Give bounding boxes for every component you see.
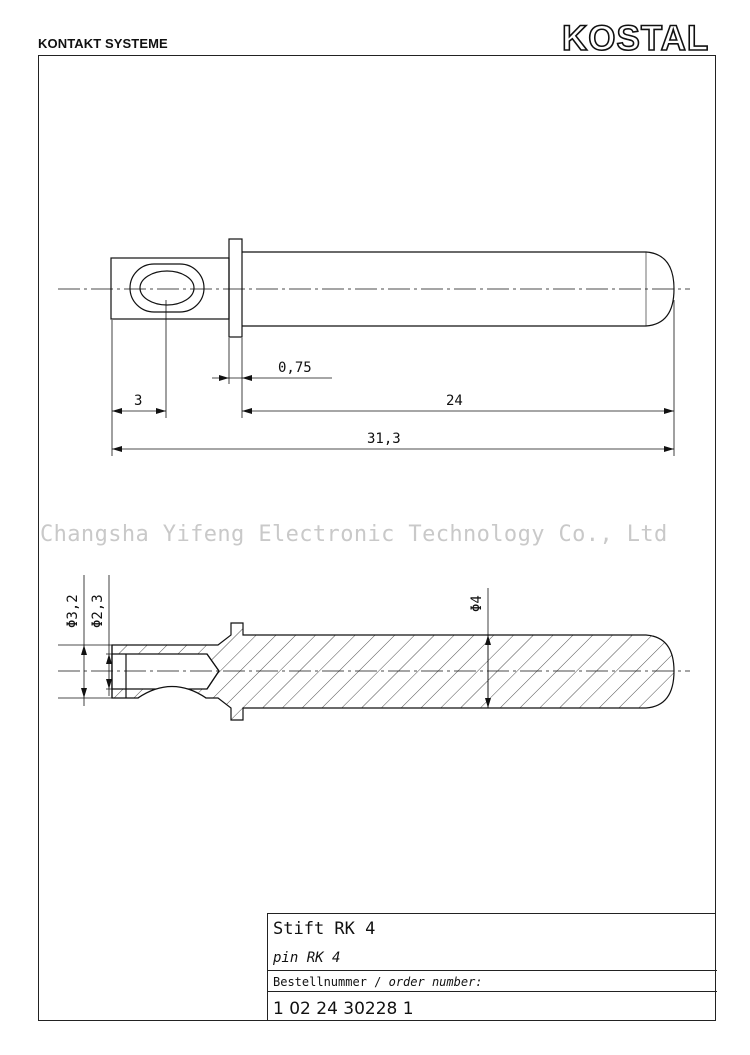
order-label-en: order number: xyxy=(388,975,483,989)
pin-shank xyxy=(242,251,675,327)
section-bore xyxy=(111,653,220,690)
top-view-dimensions xyxy=(111,300,675,456)
logo-text: KOSTAL xyxy=(562,19,709,58)
company-line: KONTAKT SYSTEME xyxy=(38,36,168,51)
eye-hole xyxy=(139,270,195,306)
collar xyxy=(228,238,243,338)
eye-tab xyxy=(110,257,230,320)
dim-label-collar: 0,75 xyxy=(278,360,312,376)
title-block: Stift RK 4 pin RK 4 Bestellnummer / orde… xyxy=(267,913,717,1021)
part-name-en: pin RK 4 xyxy=(268,945,717,971)
dim-label-pin-diameter: Φ4 xyxy=(469,595,485,612)
section-view xyxy=(58,622,690,721)
dim-label-overall: 31,3 xyxy=(367,431,401,447)
drawing-frame xyxy=(38,55,716,1021)
order-number-label: Bestellnummer / order number: xyxy=(268,972,717,992)
dim-label-outer-bore: Φ3,2 xyxy=(65,594,81,628)
eye-rim xyxy=(129,263,205,313)
order-number: 1 02 24 30228 1 xyxy=(273,999,414,1019)
part-name-de: Stift RK 4 xyxy=(273,919,376,939)
section-notch xyxy=(137,686,207,699)
watermark-text: Changsha Yifeng Electronic Technology Co… xyxy=(40,522,668,547)
dim-label-pin: 24 xyxy=(446,393,463,409)
dim-label-eye: 3 xyxy=(134,393,142,409)
order-label-de: Bestellnummer / xyxy=(273,975,389,989)
dim-label-inner-bore: Φ2,3 xyxy=(90,594,106,628)
kostal-logo: KOSTAL xyxy=(561,18,709,58)
top-view xyxy=(58,238,690,338)
section-dimensions xyxy=(58,575,491,708)
